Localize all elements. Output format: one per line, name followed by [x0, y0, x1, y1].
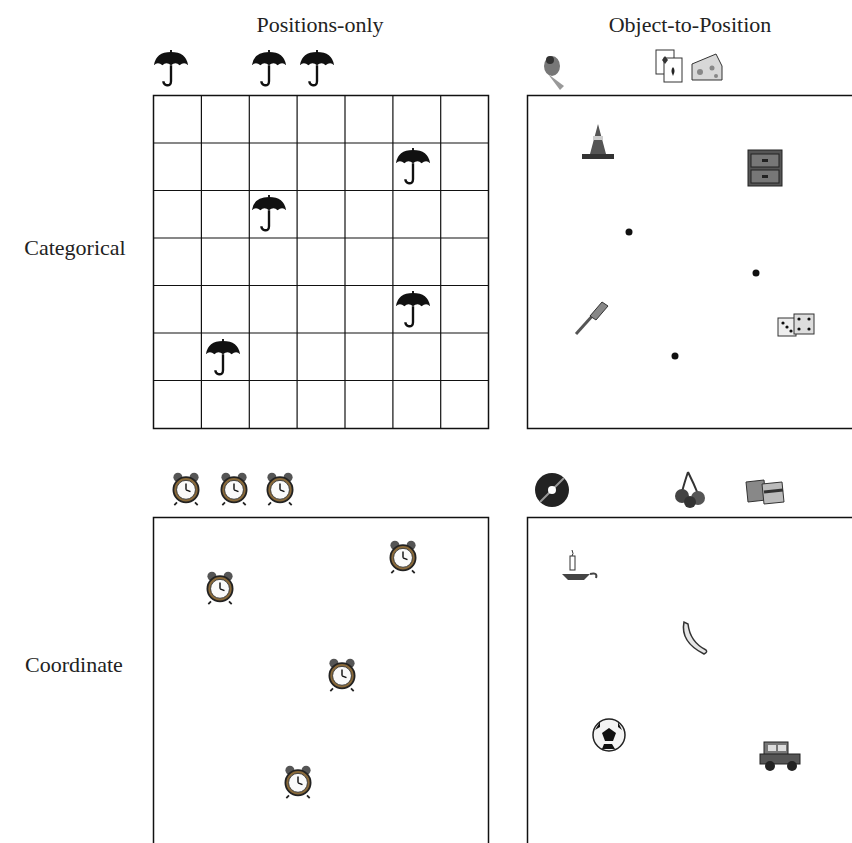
clock-icons — [173, 473, 415, 798]
column-header: Positions-only — [256, 12, 383, 38]
row-header: Coordinate — [25, 652, 123, 678]
umbrella-icons — [154, 50, 430, 374]
object-icons — [535, 50, 814, 771]
grid-panel — [153, 95, 489, 429]
object-panel — [528, 96, 852, 843]
coordinate-panel — [154, 518, 489, 843]
column-header: Object-to-Position — [609, 12, 772, 38]
row-header: Categorical — [24, 235, 125, 261]
